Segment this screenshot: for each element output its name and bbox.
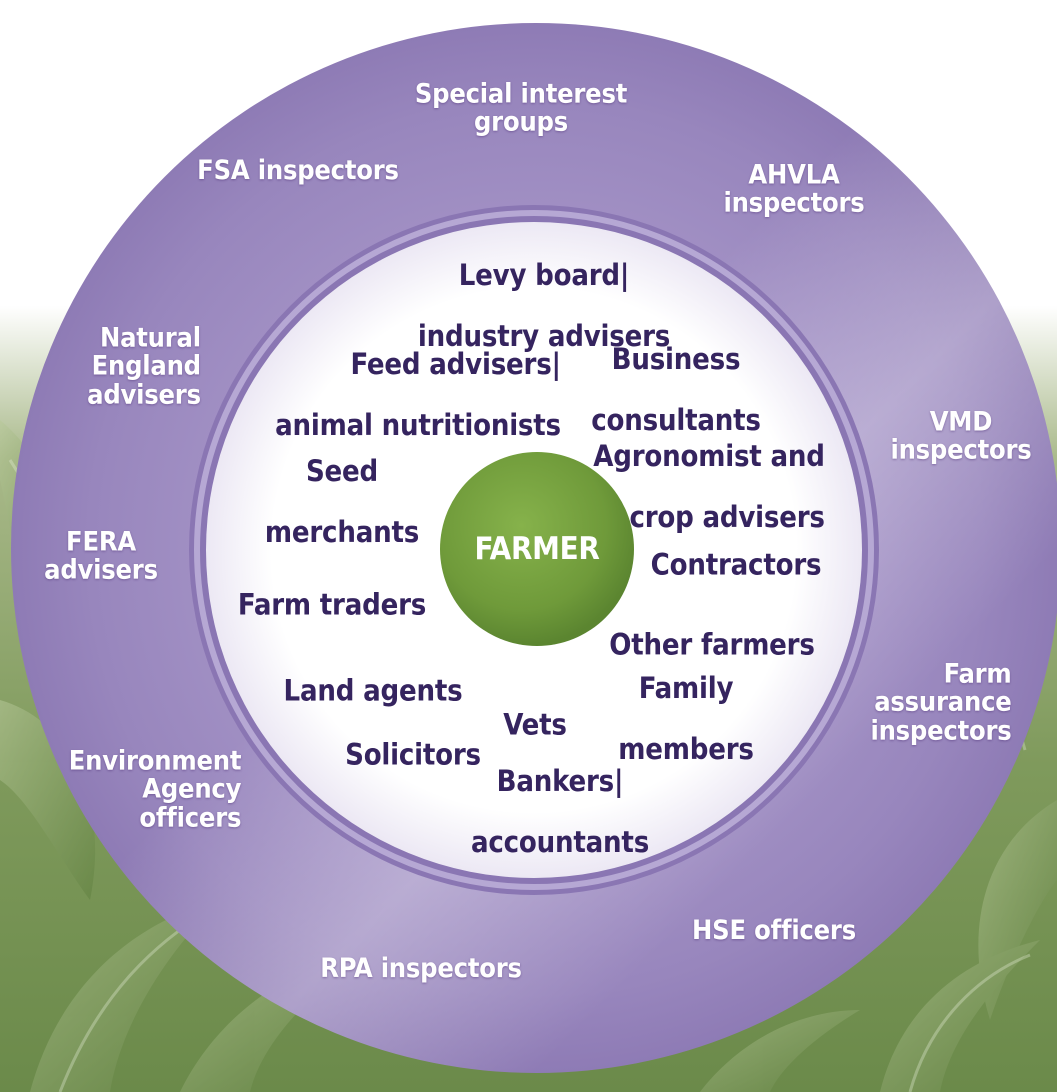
label-levy-board: Levy board| industry advisers: [418, 230, 670, 352]
label-special-interest-groups: Special interest groups: [414, 78, 628, 138]
label-family-members: Family members: [618, 643, 754, 767]
agronomist-line-2: crop advisers: [629, 500, 825, 535]
label-business-consultants: Business consultants: [591, 314, 761, 438]
label-natural-england-advisers: Natural England advisers: [87, 322, 201, 411]
label-fsa-inspectors: FSA inspectors: [197, 154, 399, 186]
family-members-line-2: members: [618, 732, 754, 767]
contractors-line-1: Contractors: [650, 548, 822, 582]
seed-merchants-line-1: Seed: [305, 454, 379, 489]
inner-frame-highlight: [194, 210, 874, 890]
label-fera-advisers: FERA advisers: [44, 526, 158, 586]
label-contractors: Contractors: [651, 520, 822, 581]
label-land-agents: Land agents: [284, 646, 463, 707]
label-environment-agency-officers: Environment Agency officers: [68, 745, 242, 834]
land-agents-line-1: Land agents: [283, 674, 463, 708]
label-rpa-inspectors: RPA inspectors: [320, 952, 522, 984]
label-farm-traders: Farm traders: [238, 560, 426, 621]
label-vets: Vets: [503, 680, 567, 741]
label-farm-assurance-inspectors: Farm assurance inspectors: [870, 658, 1012, 747]
business-consultants-line-1: Business: [611, 342, 741, 377]
label-vmd-inspectors: VMD inspectors: [890, 406, 1032, 466]
solicitors-line-1: Solicitors: [345, 738, 481, 772]
label-ahvla-inspectors: AHVLA inspectors: [723, 159, 865, 219]
label-agronomist: Agronomist and crop advisers: [593, 411, 825, 535]
vets-line-1: Vets: [503, 708, 567, 742]
family-members-line-1: Family: [638, 671, 734, 706]
other-farmers-line-1: Other farmers: [609, 628, 815, 662]
agronomist-line-1: Agronomist and: [593, 439, 825, 474]
levy-board-line-1: Levy board|: [458, 258, 630, 293]
label-seed-merchants: Seed merchants: [265, 426, 419, 548]
label-bankers-accountants: Bankers| accountants: [471, 736, 649, 858]
levy-board-line-2: industry advisers: [417, 319, 671, 354]
label-other-farmers: Other farmers: [609, 600, 815, 662]
farm-traders-line-1: Farm traders: [237, 588, 427, 622]
farmer-circle: [440, 452, 634, 646]
label-solicitors: Solicitors: [345, 710, 481, 771]
seed-merchants-line-2: merchants: [264, 515, 420, 550]
farmer-label: FARMER: [474, 531, 600, 567]
bankers-line-2: accountants: [470, 825, 650, 860]
label-feed-advisers: Feed advisers| animal nutritionists: [275, 319, 561, 441]
business-consultants-line-2: consultants: [591, 403, 761, 438]
feed-advisers-line-2: animal nutritionists: [275, 408, 561, 443]
bankers-line-1: Bankers|: [496, 764, 624, 799]
feed-advisers-line-1: Feed advisers|: [350, 347, 561, 382]
label-hse-officers: HSE officers: [692, 914, 856, 946]
